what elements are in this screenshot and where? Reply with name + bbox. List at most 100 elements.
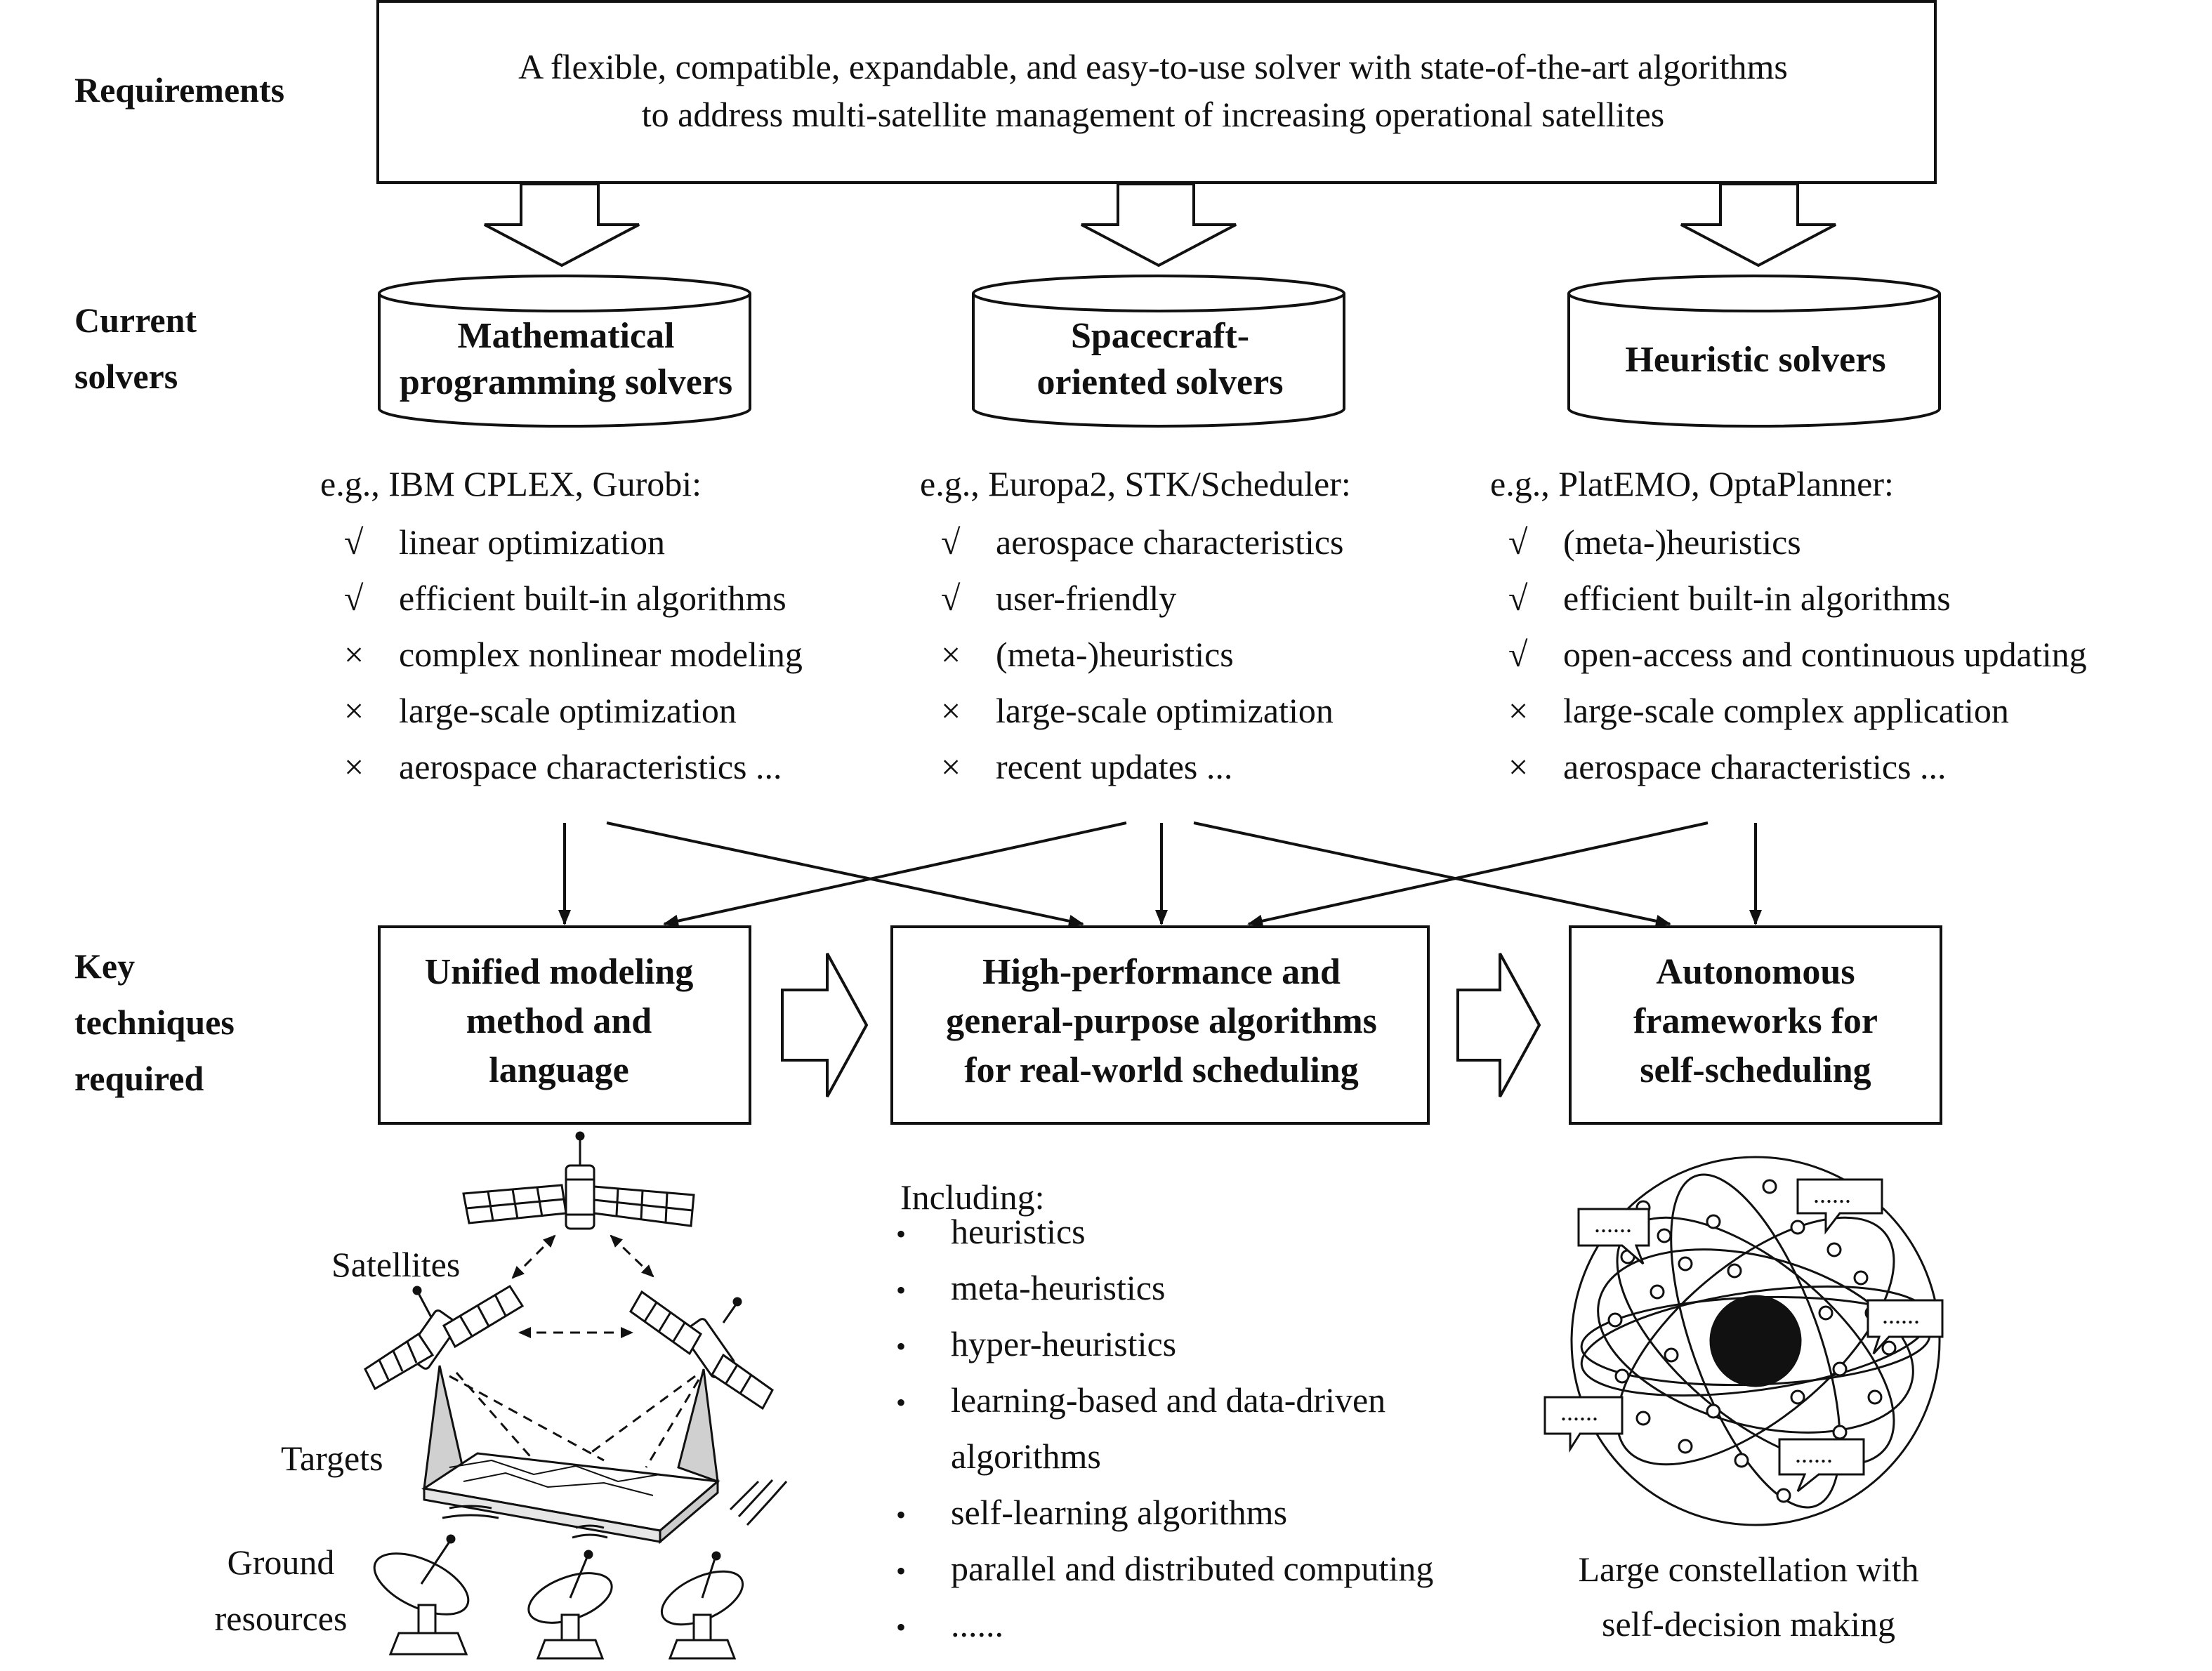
label-current: Current [74,300,197,340]
solver-item: × (meta-)heuristics [941,626,1234,682]
solver-item-text: efficient built-in algorithms [399,579,786,618]
including-item-text: heuristics [951,1212,1086,1251]
cross-mark-icon: × [344,635,364,674]
technique-box-algorithms [890,925,1430,1125]
including-item-text: self-learning algorithms [951,1493,1288,1532]
bullet-icon: • [896,1387,907,1418]
solver-item-text: (meta-)heuristics [996,635,1234,674]
solver-title-heuristic: Heuristic solvers [1625,340,1886,380]
solver-item: √ open-access and continuous updating [1508,626,2087,682]
including-item: • heuristics [896,1203,1086,1260]
solver-examples-heuristic: e.g., PlatEMO, OptaPlanner: [1490,464,1894,503]
cross-mark-icon: × [941,635,961,674]
down-arrow-middle [1081,183,1237,268]
label-resources: resources [214,1599,348,1638]
solver-item-text: complex nonlinear modeling [399,635,803,674]
solver-item: × complex nonlinear modeling [344,626,803,682]
label-requirements: Requirements [74,70,285,110]
label-ground: Ground [227,1543,335,1582]
solver-item-text: open-access and continuous updating [1563,635,2087,674]
down-arrow-left [484,183,640,268]
check-mark-icon: √ [1508,522,1528,562]
ground-antenna-1-icon [373,1534,470,1656]
bubble-text-1: ...... [1594,1210,1632,1238]
including-item: • parallel and distributed computing [896,1540,1433,1597]
including-item-text: learning-based and data-driven [951,1380,1386,1420]
technique-box-autonomous [1569,925,1942,1125]
solver-item: √ efficient built-in algorithms [344,570,786,626]
right-arrow-1 [781,953,869,1097]
constellation-illustration [1543,1156,1944,1526]
including-item: •hyper-heuristics [896,1316,1176,1372]
including-item-text: parallel and distributed computing [951,1549,1434,1588]
check-mark-icon: √ [344,579,364,618]
connection-arrows [558,821,1762,927]
cross-mark-icon: × [1508,691,1529,730]
solver-title-spacecraft: Spacecraft-oriented solvers [1036,316,1284,402]
bullet-icon: • [896,1499,907,1531]
check-mark-icon: √ [941,522,961,562]
requirements-line-1: A flexible, compatible, expandable, and … [518,47,1788,86]
label-solvers: solvers [74,357,178,396]
cross-mark-icon: × [941,747,961,786]
solver-item: × recent updates ... [941,739,1232,795]
ground-antenna-3-icon [660,1551,744,1660]
solver-item-text: large-scale optimization [996,691,1334,730]
solver-examples-spacecraft: e.g., Europa2, STK/Scheduler: [920,464,1351,503]
solver-item-text: (meta-)heuristics [1563,522,1801,562]
check-mark-icon: √ [941,579,961,618]
bubble-text-2: ...... [1813,1180,1851,1208]
check-mark-icon: √ [1508,635,1528,674]
including-item-text: algorithms [951,1436,1101,1476]
ground-antenna-2-icon [527,1550,613,1660]
including-heading: Including: [900,1177,1045,1217]
solver-item: √efficient built-in algorithms [1508,570,1951,626]
solver-item-text: linear optimization [399,522,666,562]
solver-item: ×aerospace characteristics ... [1508,739,1947,795]
satellite-right-icon [629,1290,774,1411]
cylinder-spacecraft [972,275,1345,428]
bullet-icon: • [896,1274,907,1306]
solver-item: √ aerospace characteristics [941,514,1344,570]
solver-item: ×aerospace characteristics ... [344,739,782,795]
including-item-text: ...... [951,1605,1003,1644]
including-item: • self-learning algorithms [896,1484,1287,1540]
label-techniques: techniques [74,1003,235,1042]
including-item: • meta-heuristics [896,1260,1165,1316]
check-mark-icon: √ [344,522,364,562]
solver-item: √user-friendly [941,570,1176,626]
solver-item: ×large-scale optimization [344,682,737,739]
satellite-top-icon [462,1131,695,1230]
including-item: • learning-based and data-driven [896,1372,1385,1428]
bullet-icon: • [896,1555,907,1587]
solver-item-text: aerospace characteristics [996,522,1344,562]
including-item: algorithms [896,1428,1101,1484]
solver-item-text: efficient built-in algorithms [1563,579,1951,618]
technique-box-modeling [378,925,751,1125]
including-item-text: meta-heuristics [951,1268,1166,1307]
bullet-icon: • [896,1611,907,1643]
solver-item-text: recent updates ... [996,747,1233,786]
cross-mark-icon: × [344,747,364,786]
bubble-text-4: ...... [1560,1398,1598,1426]
cylinder-mathematical [378,275,751,428]
constellation-caption-1: Large constellation with [1578,1550,1919,1589]
label-required: required [74,1059,204,1098]
satellite-left-icon [364,1284,525,1391]
satellite-illustration [364,1131,788,1660]
solver-item-text: large-scale optimization [399,691,737,730]
speech-bubbles [1543,1178,1944,1493]
cross-mark-icon: × [1508,747,1529,786]
requirements-line-2: to address multi-satellite management of… [641,95,1665,134]
cylinder-heuristic [1567,275,1941,428]
constellation-caption-2: self-decision making [1602,1604,1895,1644]
bullet-icon: • [896,1218,907,1250]
including-item-text: hyper-heuristics [951,1324,1177,1363]
cross-mark-icon: × [941,691,961,730]
solver-item-text: large-scale complex application [1563,691,2009,730]
